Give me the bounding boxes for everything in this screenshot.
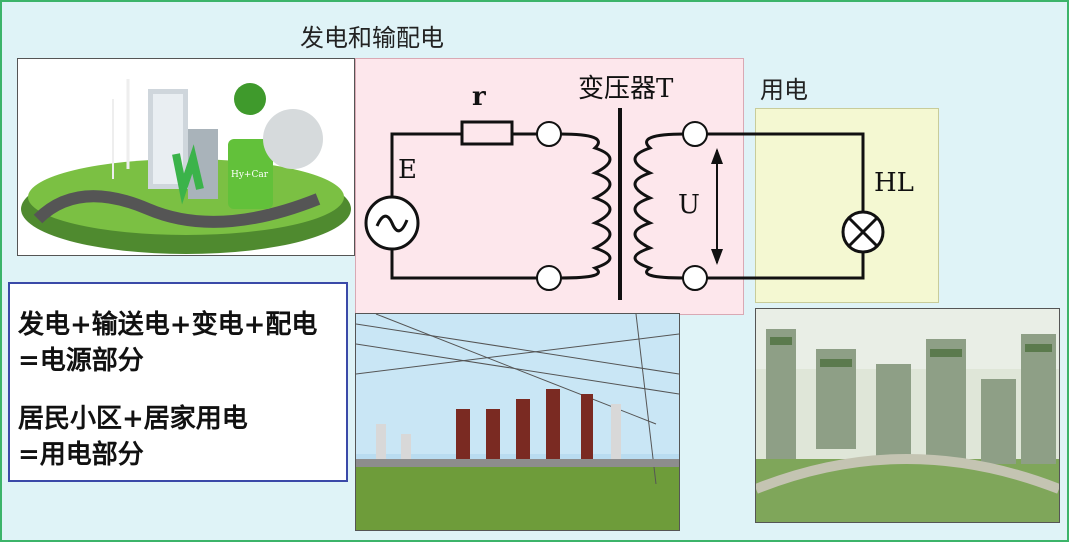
lamp-label: HL — [874, 168, 914, 198]
summary-box: 发电+输送电+变电+配电 =电源部分 居民小区+居家用电 =用电部分 — [8, 282, 348, 482]
resistor-label: r — [472, 82, 486, 112]
summary-line-1: 发电+输送电+变电+配电 — [18, 310, 318, 340]
residential-area-image — [755, 308, 1060, 523]
summary-line-4: =用电部分 — [18, 440, 144, 470]
green-power-plant-image: Hy+Car — [17, 58, 355, 256]
summary-line-2: =电源部分 — [18, 346, 144, 376]
usage-panel — [755, 108, 939, 303]
source-label: E — [398, 155, 417, 185]
voltage-label: U — [678, 190, 700, 220]
circuit-diagram — [364, 108, 885, 300]
summary-line-3: 居民小区+居家用电 — [18, 404, 248, 434]
generation-title: 发电和输配电 — [300, 24, 444, 52]
usage-title: 用电 — [760, 76, 808, 104]
transformer-label: 变压器T — [578, 74, 674, 104]
substation-image — [355, 313, 680, 531]
power-plant-badge: Hy+Car — [231, 170, 269, 180]
